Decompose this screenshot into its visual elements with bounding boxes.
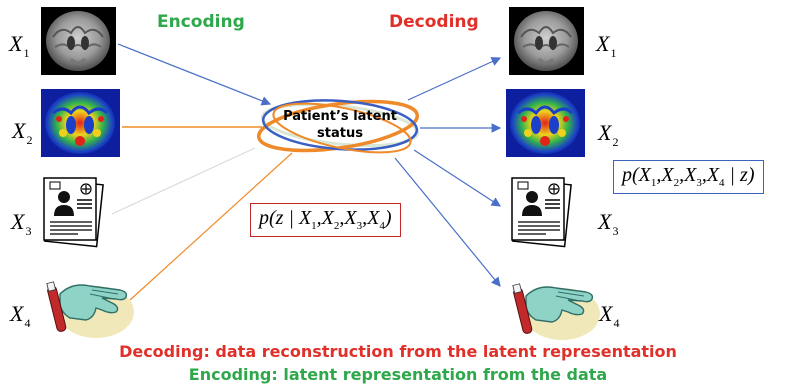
- brain-mri-icon: [39, 5, 118, 77]
- posterior-formula: p(z | X1,X2,X3,X4): [250, 203, 401, 237]
- latent-status-label: Patient’s latent status: [272, 108, 408, 142]
- brain-pet-scan-icon: [504, 87, 587, 159]
- decoding-arrow-x1: [407, 57, 502, 101]
- variable-x2-left: X2: [12, 118, 33, 147]
- variable-x1-left: X1: [9, 31, 30, 60]
- variable-x4-right: X4: [599, 301, 620, 330]
- encoding-line-x4: [129, 152, 293, 301]
- variable-x4-left: X4: [10, 301, 31, 330]
- encoding-caption: Encoding: latent representation from the…: [188, 365, 608, 384]
- encoding-heading: Encoding: [157, 12, 245, 32]
- brain-pet-scan-icon: [39, 87, 122, 159]
- decoding-caption: Decoding: data reconstruction from the l…: [119, 342, 677, 361]
- blood-sample-hand-icon: [512, 283, 601, 341]
- likelihood-formula: p(X1,X2,X3,X4 | z): [613, 160, 764, 194]
- variable-x3-right: X3: [598, 209, 619, 238]
- decoding-arrow-x3: [413, 149, 502, 207]
- encoding-line-x3: [111, 147, 256, 215]
- decoding-arrow-x4: [394, 157, 501, 287]
- brain-mri-icon: [507, 5, 586, 77]
- blood-sample-hand-icon: [46, 281, 135, 339]
- clinical-record-icon: [43, 177, 104, 248]
- decoding-heading: Decoding: [389, 12, 479, 32]
- variable-x3-left: X3: [11, 209, 32, 238]
- encoding-arrow-x1: [117, 43, 272, 106]
- latent-label-line2: status: [317, 126, 363, 141]
- latent-label-line1: Patient’s latent: [283, 109, 397, 124]
- variable-x2-right: X2: [598, 120, 619, 149]
- clinical-record-icon: [511, 177, 572, 248]
- variable-x1-right: X1: [596, 31, 617, 60]
- latent-status-node: [256, 99, 420, 154]
